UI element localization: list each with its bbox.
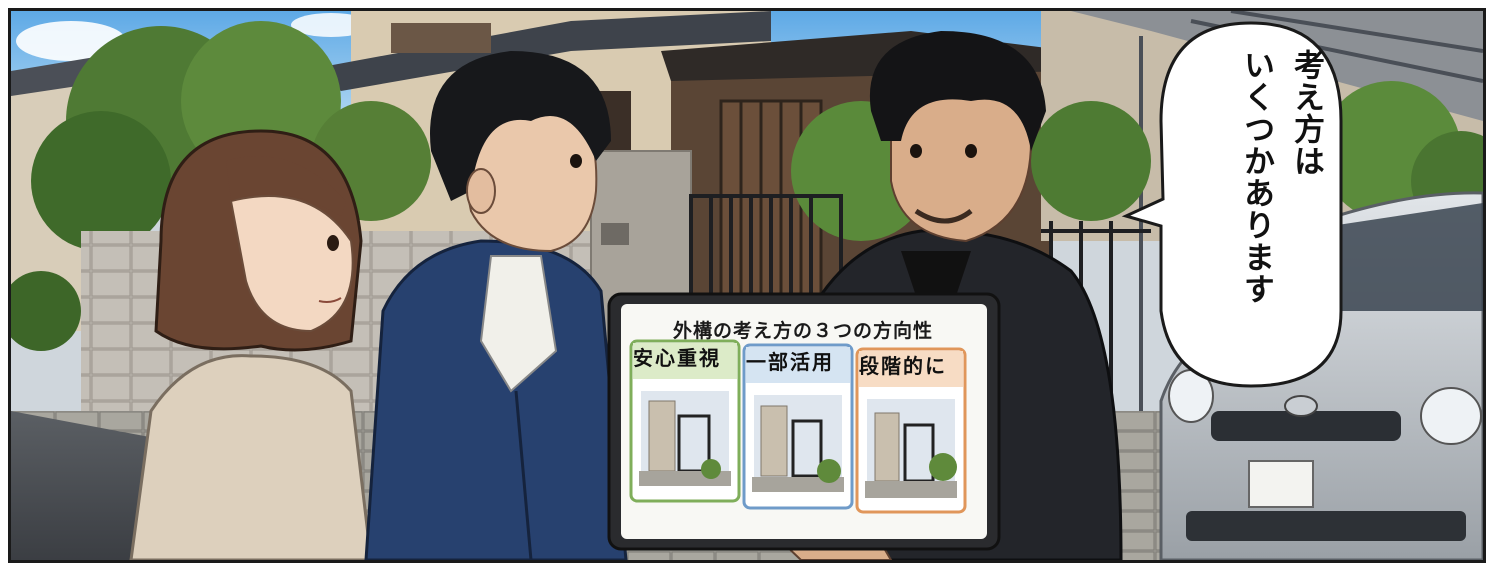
speech-bubble	[1121, 21, 1343, 388]
woman-character	[129, 129, 373, 560]
card-label-stepwise: 段階的に	[859, 354, 947, 378]
card-label-safety: 安心重視	[633, 346, 721, 370]
card-label-partial: 一部活用	[746, 350, 834, 374]
board-title: 外構の考え方の３つの方向性	[672, 320, 933, 342]
license-plate	[1248, 460, 1314, 508]
speech-line-2: いくつかあります	[1238, 49, 1274, 305]
young-man-character	[364, 51, 628, 560]
tablet-board	[607, 292, 1001, 551]
manga-panel: 外構の考え方の３つの方向性 安心重視 一部活用 段階的に 考え方は いくつかあり…	[8, 8, 1486, 563]
silver-car	[1159, 191, 1483, 560]
gate-illustration-2	[752, 395, 844, 492]
carport-roof	[1071, 11, 1483, 121]
street-scene	[11, 11, 1483, 560]
speech-line-1: 考え方は	[1288, 49, 1324, 177]
gate-illustration-3	[865, 399, 957, 498]
road	[11, 411, 171, 560]
gate-illustration-1	[639, 391, 731, 486]
speech-bubble-text: 考え方は いくつかあります	[1212, 49, 1332, 389]
